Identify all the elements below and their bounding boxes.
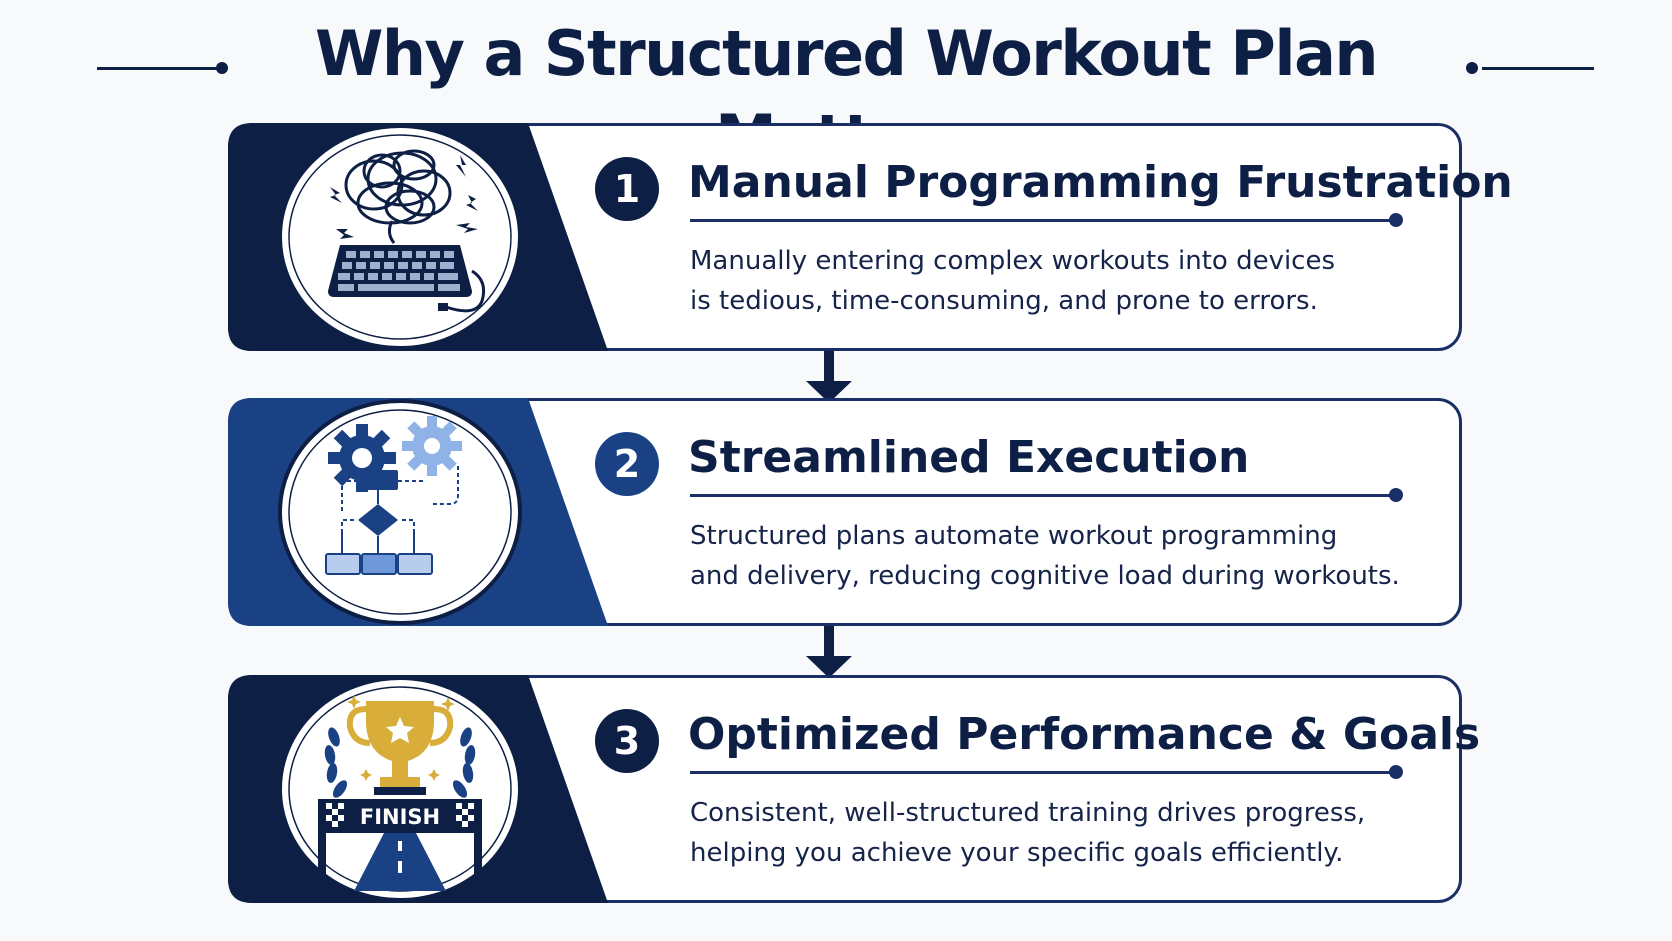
step-description-line: Consistent, well-structured training dri… xyxy=(690,798,1366,828)
step-title: Optimized Performance & Goals xyxy=(688,709,1481,760)
step-title: Streamlined Execution xyxy=(688,432,1250,483)
step-divider-dot xyxy=(1389,213,1403,227)
step-description-line: and delivery, reducing cognitive load du… xyxy=(690,561,1400,591)
title-line-right xyxy=(1482,67,1594,70)
step-1: 1 Manual Programming Frustration Manuall… xyxy=(228,123,1513,351)
title-dot-right xyxy=(1466,62,1478,74)
step-description: Structured plans automate workout progra… xyxy=(690,516,1430,596)
step-3: FINISH 3 Optimized Performance & Goals C… xyxy=(228,675,1481,903)
step-number-badge: 3 xyxy=(595,709,659,773)
finish-label: FINISH xyxy=(360,805,440,829)
step-description-line: is tedious, time-consuming, and prone to… xyxy=(690,286,1318,316)
step-divider-dot xyxy=(1389,488,1403,502)
step-description-line: Manually entering complex workouts into … xyxy=(690,246,1336,276)
step-divider xyxy=(690,771,1394,774)
step-title: Manual Programming Frustration xyxy=(688,157,1513,208)
down-arrow-icon xyxy=(806,626,852,678)
step-divider-dot xyxy=(1389,765,1403,779)
step-divider xyxy=(690,494,1394,497)
gears-flowchart-icon xyxy=(278,399,522,625)
step-description: Consistent, well-structured training dri… xyxy=(690,793,1430,873)
down-arrow-icon xyxy=(806,351,852,403)
tangled-keyboard-icon xyxy=(278,124,522,350)
step-number-badge: 2 xyxy=(595,432,659,496)
step-description-line: helping you achieve your specific goals … xyxy=(690,838,1344,868)
step-description: Manually entering complex workouts into … xyxy=(690,241,1430,321)
trophy-finish-icon: FINISH xyxy=(278,676,522,902)
step-divider xyxy=(690,219,1394,222)
step-description-line: Structured plans automate workout progra… xyxy=(690,521,1338,551)
title-row: Why a Structured Workout Plan Matters xyxy=(0,12,1672,174)
step-2: 2 Streamlined Execution Structured plans… xyxy=(228,398,1462,626)
title-line-left xyxy=(97,67,217,70)
step-number-badge: 1 xyxy=(595,157,659,221)
title-dot-left xyxy=(216,62,228,74)
